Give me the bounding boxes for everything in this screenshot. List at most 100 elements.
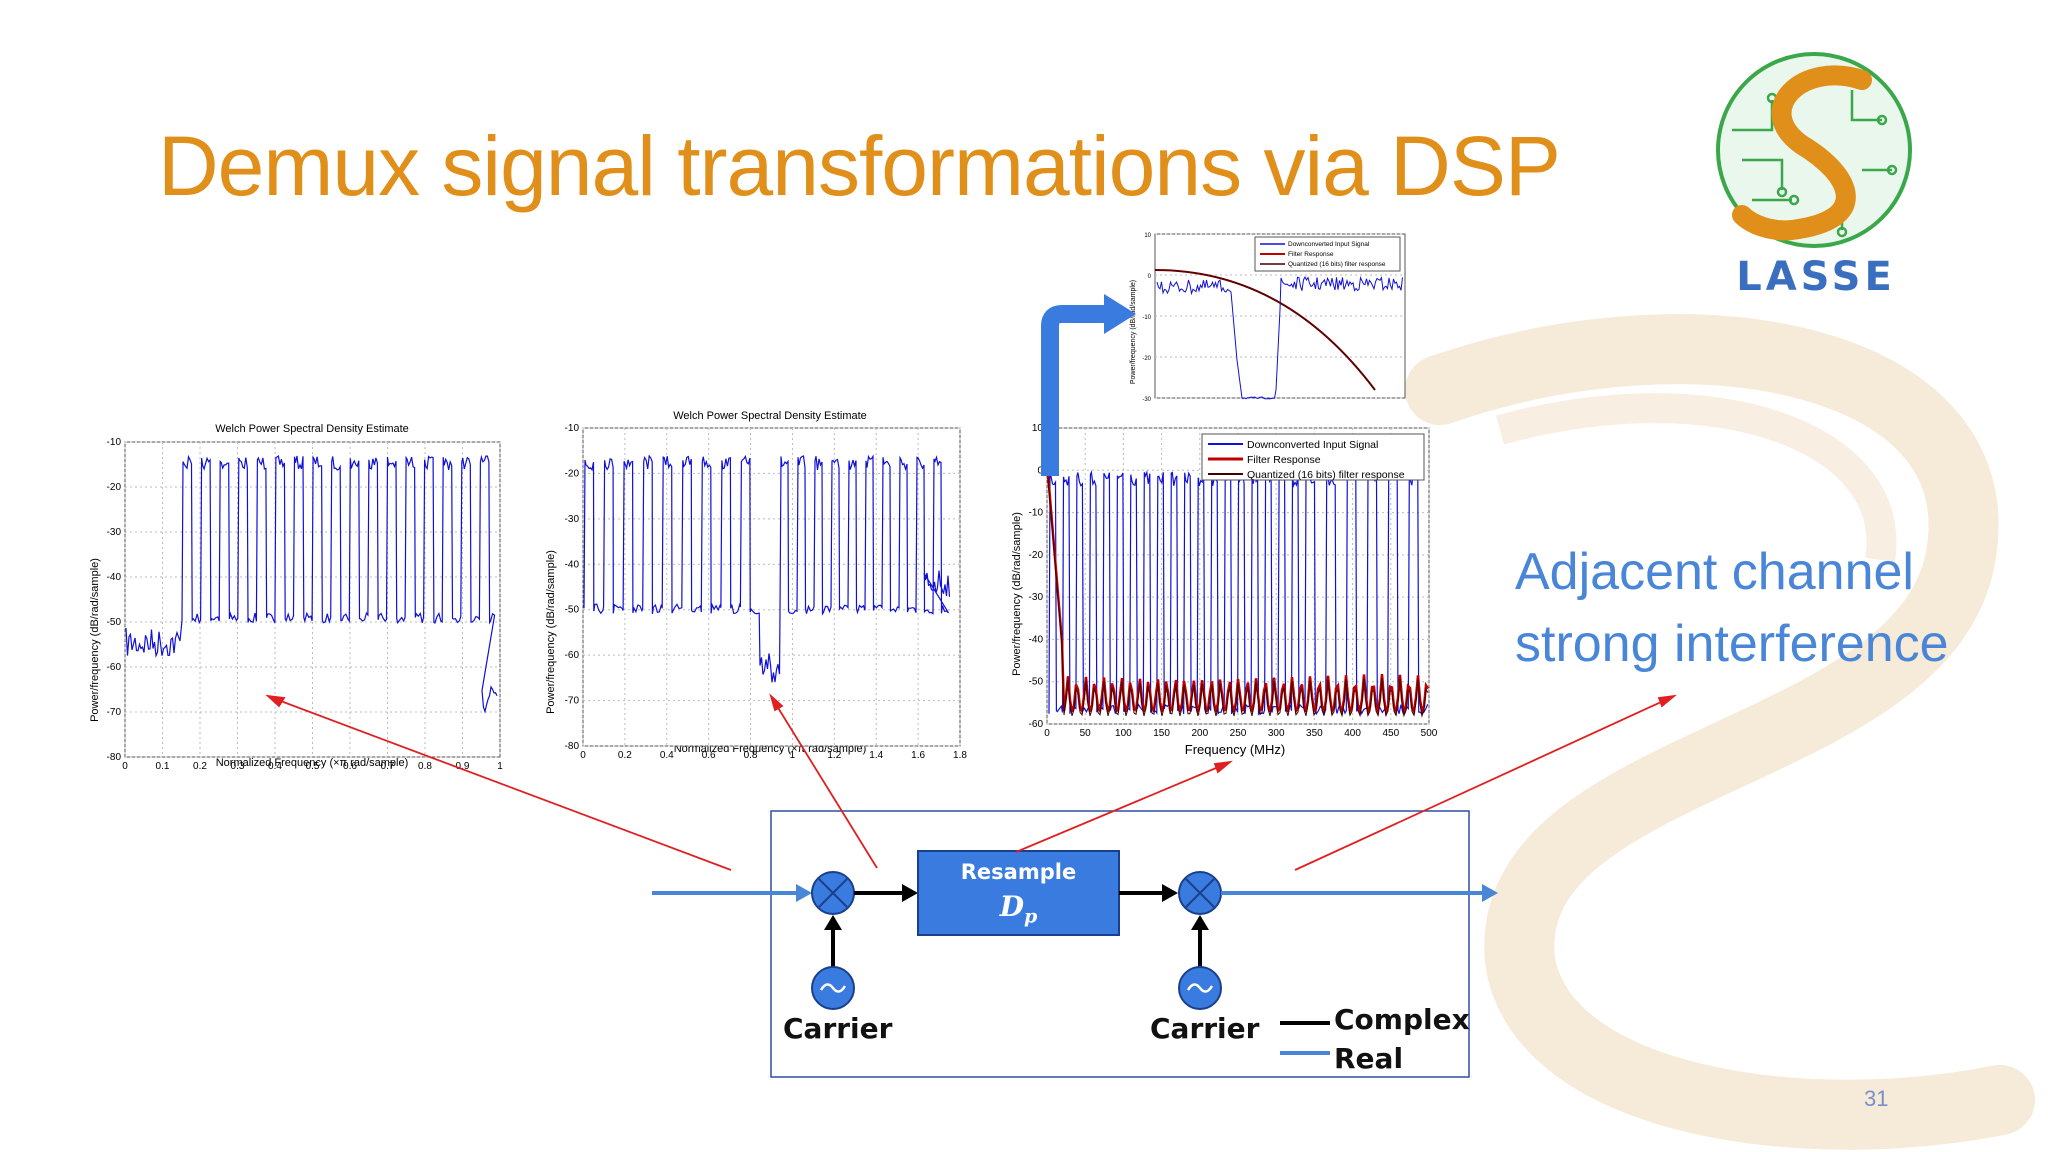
plot1-ytick: -50 — [107, 617, 122, 628]
carrier-left-label: Carrier — [783, 1012, 893, 1045]
plot1-ytick: -70 — [107, 707, 122, 718]
plot2-xtick: 0 — [580, 750, 586, 761]
plot3-quantized-line — [1047, 477, 1429, 718]
plot2-xtick: 1 — [790, 750, 796, 761]
plot3-xlabel: Frequency (MHz) — [1185, 742, 1285, 757]
logo-s-icon — [1732, 65, 1872, 241]
plot2-xtick: 0.4 — [660, 750, 674, 761]
plot1-xtick: 0 — [122, 761, 128, 772]
plot1-xtick: 1 — [497, 761, 503, 772]
plot3-ytick: -20 — [1029, 550, 1044, 561]
plot2-ytick: -30 — [565, 514, 580, 525]
plot2-ytick: -70 — [565, 696, 580, 707]
plot2-psd-line — [583, 454, 951, 683]
plot3-ytick: 0 — [1037, 465, 1043, 476]
plot3-xtick: 100 — [1115, 728, 1132, 739]
plot3-legend-2: Filter Response — [1247, 454, 1321, 466]
legend-complex-label: Complex — [1334, 1003, 1470, 1036]
plot1-xtick: 0.1 — [156, 761, 170, 772]
plot3-ytick: 10 — [1032, 424, 1044, 434]
plot2-xtick: 1.8 — [953, 750, 967, 761]
plot3-legend: Downconverted Input Signal Filter Respon… — [1201, 433, 1425, 481]
plot2-ytick: -80 — [565, 741, 580, 752]
plot3-xtick: 150 — [1153, 728, 1170, 739]
annotation-line-1: Adjacent channel — [1515, 543, 1914, 601]
pointer-lines — [265, 693, 1677, 871]
plot3-xtick: 50 — [1080, 728, 1092, 739]
legend-real-label: Real — [1334, 1042, 1404, 1075]
plot2-ytick: -10 — [565, 423, 580, 434]
plot1-ylabel: Power/frequency (dB/rad/sample) — [89, 558, 101, 722]
plot4-filter-line — [1154, 269, 1376, 391]
plot2-ytick: -20 — [565, 468, 580, 479]
annotation-line-2: strong interference — [1515, 615, 1949, 673]
plot4-ylabel: Power/frequency (dB/rad/sample) — [1130, 280, 1137, 384]
plot3-ytick: -50 — [1029, 677, 1044, 688]
plot3-xtick: 250 — [1230, 728, 1247, 739]
diagram-frame — [770, 810, 1470, 1078]
plot2-ylabel: Power/frequency (dB/rad/sample) — [545, 550, 557, 714]
plot1-xtick: 0.5 — [306, 761, 320, 772]
plot3-xtick: 500 — [1421, 728, 1438, 739]
zoom-arrow-icon — [1041, 294, 1136, 476]
plot2-title: Welch Power Spectral Density Estimate — [673, 410, 867, 422]
plot1-title: Welch Power Spectral Density Estimate — [215, 423, 409, 435]
plot4-ytick: -20 — [1142, 356, 1151, 362]
plot3-xtick: 0 — [1044, 728, 1050, 739]
plot3-legend-1: Downconverted Input Signal — [1247, 439, 1378, 451]
plot3-ylabel: Power/frequency (dB/rad/sample) — [1011, 512, 1023, 676]
plot4-legend: Downconverted Input Signal Filter Respon… — [1254, 236, 1401, 272]
plot2-xtick: 1.2 — [827, 750, 841, 761]
plot1-xtick: 0.2 — [193, 761, 207, 772]
plot3-xtick: 450 — [1382, 728, 1399, 739]
psd-plot-2: Welch Power Spectral Density Estimate Po… — [545, 410, 967, 761]
plot1-ytick: -80 — [107, 752, 122, 763]
interference-annotation: Adjacent channel strong interference — [1515, 536, 1949, 680]
psd-plot-4: Power/frequency (dB/rad/sample) 10 0 -10 -2… — [1130, 233, 1406, 402]
plot3-xtick: 200 — [1191, 728, 1208, 739]
resample-symbol: Dp — [999, 890, 1038, 928]
psd-plot-1: Welch Power Spectral Density Estimate Po… — [89, 423, 503, 772]
plot4-signal-line — [1156, 275, 1403, 400]
plot4-ytick: 0 — [1148, 274, 1152, 280]
plot4-legend-2: Filter Response — [1288, 251, 1334, 258]
slide-title: Demux signal transformations via DSP — [158, 119, 1561, 213]
page-number: 31 — [1864, 1086, 1889, 1111]
carrier-right-label: Carrier — [1150, 1012, 1260, 1045]
plot1-xtick: 0.6 — [343, 761, 357, 772]
plot4-ytick: 10 — [1144, 233, 1151, 239]
plot3-ytick: -40 — [1029, 634, 1044, 645]
logo-text: LASSE — [1736, 254, 1896, 300]
plot2-ytick: -60 — [565, 650, 580, 661]
plot1-xtick: 0.4 — [268, 761, 282, 772]
plot1-xtick: 0.3 — [231, 761, 245, 772]
psd-plot-3: Power/frequency (dB/rad/sample) Frequenc… — [1011, 424, 1438, 757]
plot4-ytick: -30 — [1142, 397, 1151, 402]
plot3-xtick: 350 — [1306, 728, 1323, 739]
plot3-ytick: -60 — [1029, 719, 1044, 730]
plot1-xtick: 0.8 — [418, 761, 432, 772]
plot2-xtick: 1.4 — [869, 750, 883, 761]
plot4-ytick: -10 — [1142, 315, 1151, 321]
plot2-xtick: 1.6 — [911, 750, 925, 761]
plot2-ytick: -40 — [565, 559, 580, 570]
plot2-xtick: 0.8 — [744, 750, 758, 761]
resample-label: Resample — [960, 860, 1077, 884]
plot2-xtick: 0.2 — [618, 750, 632, 761]
plot1-ytick: -40 — [107, 572, 122, 583]
plot3-legend-3: Quantized (16 bits) filter response — [1247, 469, 1405, 481]
lasse-logo: LASSE — [1716, 52, 1912, 300]
plot2-ytick: -50 — [565, 605, 580, 616]
plot2-xtick: 0.6 — [702, 750, 716, 761]
plot1-psd-line — [125, 454, 498, 714]
plot3-ytick: -30 — [1029, 592, 1044, 603]
plot1-ytick: -60 — [107, 662, 122, 673]
plot1-ytick: -10 — [107, 437, 122, 448]
plot1-xtick: 0.7 — [381, 761, 395, 772]
plot1-ytick: -30 — [107, 527, 122, 538]
plot1-xtick: 0.9 — [456, 761, 470, 772]
plot4-legend-3: Quantized (16 bits) filter response — [1288, 261, 1386, 268]
plot2-frame — [582, 427, 961, 747]
